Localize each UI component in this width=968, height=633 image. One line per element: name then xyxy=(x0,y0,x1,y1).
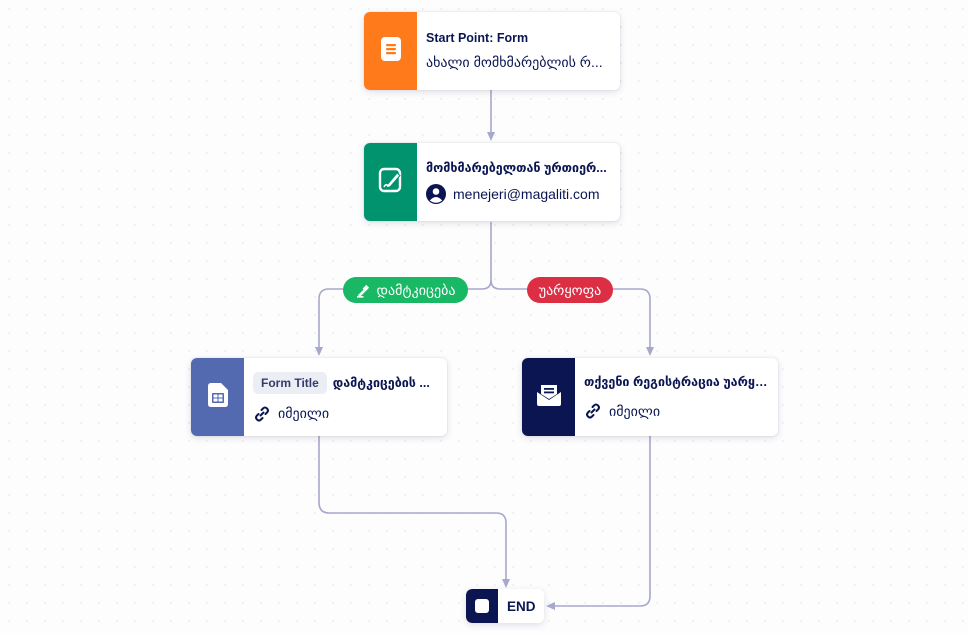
user-avatar-icon xyxy=(426,184,446,204)
connector-approve-to-end xyxy=(318,436,510,588)
branch-label-reject[interactable]: უარყოფა xyxy=(527,277,613,303)
stop-square-icon xyxy=(475,599,489,613)
approve-email-title: დამტკიცების ... xyxy=(332,376,430,390)
approval-node-assignee: menejeri@magaliti.com xyxy=(426,184,610,204)
start-node-icon-box xyxy=(364,12,417,90)
form-document-icon xyxy=(380,36,402,67)
start-node-subtitle: ახალი მომხმარებლის რ... xyxy=(426,54,603,70)
form-table-icon xyxy=(207,382,229,413)
envelope-icon xyxy=(535,383,563,412)
reject-email-subtitle: იმეილი xyxy=(584,402,768,420)
approve-email-subtitle: იმეილი xyxy=(253,405,437,423)
start-node[interactable]: Start Point: Form ახალი მომხმარებლის რ..… xyxy=(364,12,620,90)
end-label: END xyxy=(507,598,536,614)
start-node-title: Start Point: Form xyxy=(426,31,529,45)
form-title-chip: Form Title xyxy=(253,371,327,394)
approve-stamp-icon xyxy=(356,283,371,298)
connector-reject-to-end xyxy=(546,436,651,610)
approval-node[interactable]: მომხმარებელთან ურთიერ... menejeri@magali… xyxy=(364,143,620,221)
approval-node-icon-box xyxy=(364,143,417,221)
link-icon xyxy=(253,405,271,423)
approve-email-title-row: Form Title დამტკიცების ... xyxy=(253,371,437,394)
end-node[interactable]: END xyxy=(466,589,544,623)
approval-signature-icon xyxy=(378,167,404,198)
end-icon-box xyxy=(466,589,498,623)
reject-email-icon-box xyxy=(522,358,575,436)
branch-label-approve[interactable]: დამტკიცება xyxy=(343,277,468,303)
reject-email-node[interactable]: თქვენი რეგისტრაცია უარყო... იმეილი xyxy=(522,358,778,436)
approve-email-icon-box xyxy=(191,358,244,436)
approval-node-title: მომხმარებელთან ურთიერ... xyxy=(426,161,607,175)
approve-email-node[interactable]: Form Title დამტკიცების ... იმეილი xyxy=(191,358,447,436)
reject-email-title: თქვენი რეგისტრაცია უარყო... xyxy=(584,375,768,389)
link-icon xyxy=(584,402,602,420)
